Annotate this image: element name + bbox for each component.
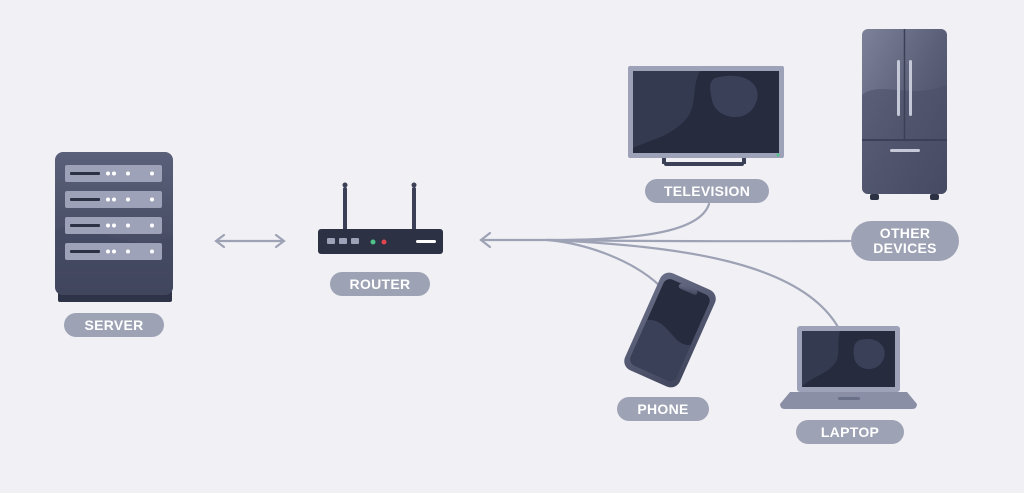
link-television bbox=[546, 202, 711, 242]
router-label-text: ROUTER bbox=[349, 275, 411, 292]
phone-label-text: PHONE bbox=[637, 400, 689, 417]
router-inbound-head bbox=[479, 231, 492, 249]
other-devices-label: OTHER DEVICES bbox=[851, 221, 959, 261]
link-phone bbox=[546, 238, 662, 288]
link-other-devices bbox=[546, 238, 852, 243]
connector-lines bbox=[214, 202, 852, 329]
server-label-text: SERVER bbox=[84, 316, 144, 333]
television-label: TELEVISION bbox=[645, 179, 769, 203]
other-devices-label-line1: OTHER bbox=[879, 225, 931, 241]
router-icon bbox=[318, 182, 443, 254]
arrow-left-head bbox=[214, 233, 226, 249]
laptop-label: LAPTOP bbox=[796, 420, 904, 444]
television-icon bbox=[628, 66, 784, 166]
other-devices-label-line2: DEVICES bbox=[873, 240, 937, 256]
refrigerator-icon bbox=[862, 29, 947, 200]
server-label: SERVER bbox=[64, 313, 164, 337]
smartphone-icon bbox=[624, 272, 716, 388]
phone-label: PHONE bbox=[617, 397, 709, 421]
link-laptop bbox=[546, 238, 840, 329]
router-label: ROUTER bbox=[330, 272, 430, 296]
server-rack-icon bbox=[55, 152, 173, 302]
laptop-icon bbox=[780, 326, 917, 409]
arrow-right-head bbox=[274, 233, 286, 249]
television-label-text: TELEVISION bbox=[663, 182, 751, 199]
laptop-label-text: LAPTOP bbox=[820, 423, 880, 440]
